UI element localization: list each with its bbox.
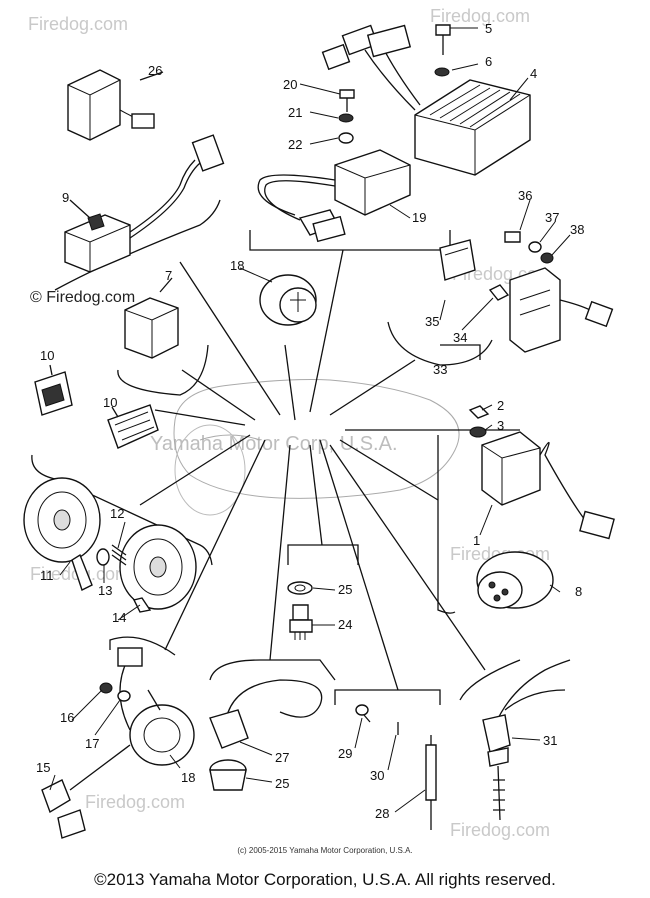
part-number-label: 26 <box>148 63 162 78</box>
part-12-horn <box>119 524 197 613</box>
part-23-washer <box>338 132 354 144</box>
part-29-switch-rod <box>425 735 437 830</box>
part-number-label: 24 <box>338 617 352 632</box>
part-number-label: 9 <box>62 190 69 205</box>
watermark-text: Firedog.com <box>28 14 128 34</box>
part-number-label: 1 <box>473 533 480 548</box>
part-number-label: 20 <box>283 77 297 92</box>
part-number-label: 25 <box>275 776 289 791</box>
part-36-bolt <box>504 231 521 243</box>
part-number-label: 37 <box>545 210 559 225</box>
part-number-label: 16 <box>60 710 74 725</box>
part-26-pressure-switch <box>209 759 247 791</box>
frame-outline <box>173 379 460 516</box>
part-number-label: 13 <box>98 583 112 598</box>
part-number-label: 19 <box>412 210 426 225</box>
part-37-washer <box>528 241 542 253</box>
part-number-label: 21 <box>288 105 302 120</box>
part-27-relay-connector <box>67 69 164 141</box>
part-18-fuel-sender <box>117 647 195 766</box>
part-number-label: 8 <box>575 584 582 599</box>
part-number-label: 11 <box>40 568 54 583</box>
part-4-regulator <box>321 24 531 176</box>
part-11-horn <box>23 477 101 591</box>
part-number-label: 3 <box>497 418 504 433</box>
part-number-label: 25 <box>338 582 352 597</box>
part-number-label: 29 <box>338 746 352 761</box>
watermark-text: Firedog.com <box>450 820 550 840</box>
part-16-nut <box>99 682 113 694</box>
diagram-copyright-note: (c) 2005-2015 Yamaha Motor Corporation, … <box>237 846 413 855</box>
part-number-label: 6 <box>485 54 492 69</box>
part-number-label: 14 <box>112 610 126 625</box>
part-25-gasket <box>287 581 313 595</box>
part-20-cdi-unit <box>257 149 411 243</box>
part-number-label: 5 <box>485 21 492 36</box>
part-number-label: 35 <box>425 314 439 329</box>
part-15-float <box>41 744 131 814</box>
part-17-washer <box>117 690 131 702</box>
watermark-text: Firedog.com <box>85 792 185 812</box>
group-brackets <box>31 199 521 705</box>
part-9-control-unit <box>64 134 225 273</box>
part-number-label: 12 <box>110 506 124 521</box>
part-number-label: 36 <box>518 188 532 203</box>
part-number-label: 7 <box>165 268 172 283</box>
part-number-label: 30 <box>370 768 384 783</box>
leader-lines <box>139 249 520 691</box>
part-number-label: 10 <box>103 395 117 410</box>
callout-lines <box>49 27 571 813</box>
part-32-spark-plug-cap <box>482 659 571 821</box>
part-number-label: 33 <box>433 362 447 377</box>
part-number-label: 18 <box>230 258 244 273</box>
part-number-label: 4 <box>530 66 537 81</box>
part-10-fuse-block <box>107 404 159 449</box>
part-number-label: 2 <box>497 398 504 413</box>
part-7-relay <box>124 277 179 359</box>
part-number-label: 15 <box>36 760 50 775</box>
part-6-washer <box>434 67 450 77</box>
part-number-label: 22 <box>288 137 302 152</box>
part-1-ignition-coil <box>481 431 615 540</box>
part-number-label: 31 <box>543 733 557 748</box>
part-19-flasher <box>259 274 317 326</box>
part-number-label: 10 <box>40 348 54 363</box>
part-10-fuse-holder <box>34 364 73 416</box>
watermark-center: Yamaha Motor Corp, U.S.A. <box>150 433 398 455</box>
part-number-labels: 5 6 4 26 20 21 22 19 9 7 18 36 37 38 35 … <box>36 21 584 821</box>
part-5-bolt <box>435 24 451 55</box>
part-3-washer <box>469 426 487 438</box>
oil-level-label-plate <box>57 809 86 839</box>
watermark-text: Firedog.com <box>430 6 530 26</box>
part-13-spring <box>111 544 127 566</box>
part-33-rectifier-bracket <box>439 239 614 360</box>
footer-copyright: ©2013 Yamaha Motor Corporation, U.S.A. A… <box>94 870 556 889</box>
part-number-label: 17 <box>85 736 99 751</box>
part-number-label: 27 <box>275 750 289 765</box>
part-22-washer <box>338 113 354 123</box>
part-30-screw <box>355 704 371 723</box>
part-14-nut <box>96 548 110 566</box>
part-24-switch-sensor <box>289 604 313 640</box>
part-28-sensor-cable <box>209 679 323 749</box>
part-8-switch <box>476 551 554 609</box>
part-2-nut <box>468 405 490 419</box>
part-38-nut <box>540 252 554 264</box>
firedog-copyright-label: © Firedog.com <box>30 289 135 306</box>
part-number-label: 18 <box>181 770 195 785</box>
part-34-collar <box>488 284 510 301</box>
part-number-label: 28 <box>375 806 389 821</box>
part-number-label: 34 <box>453 330 467 345</box>
part-number-label: 38 <box>570 222 584 237</box>
part-21-screw <box>339 89 355 112</box>
